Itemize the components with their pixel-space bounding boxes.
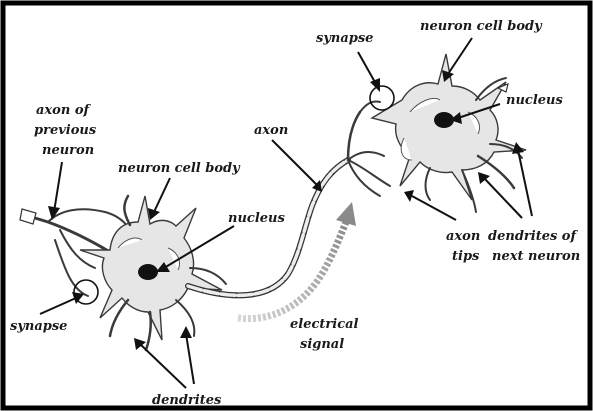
label-axon-of-previous-line2: previous xyxy=(34,123,97,138)
label-dendrites-next-line2: next neuron xyxy=(492,249,580,264)
label-axon-tips-line1: axon xyxy=(446,229,480,244)
label-electrical-line2: signal xyxy=(300,337,344,352)
label-nucleus-top: nucleus xyxy=(506,93,563,108)
label-axon-of-previous-line1: axon of xyxy=(36,103,91,118)
label-axon: axon xyxy=(254,123,288,138)
left-nucleus xyxy=(138,264,158,280)
label-synapse-top: synapse xyxy=(316,31,373,46)
label-nucleus-left: nucleus xyxy=(228,211,285,226)
label-axon-of-previous-line3: neuron xyxy=(42,143,94,158)
label-cell-body-top: neuron cell body xyxy=(420,19,543,34)
label-electrical-line1: electrical xyxy=(290,317,359,332)
diagram-border xyxy=(3,3,590,408)
label-synapse-left: synapse xyxy=(10,319,67,334)
label-dendrites-next-line1: dendrites of xyxy=(488,229,578,244)
label-dendrites-bottom: dendrites xyxy=(152,393,222,408)
label-cell-body-left: neuron cell body xyxy=(118,161,241,176)
label-axon-tips-line2: tips xyxy=(452,249,480,264)
